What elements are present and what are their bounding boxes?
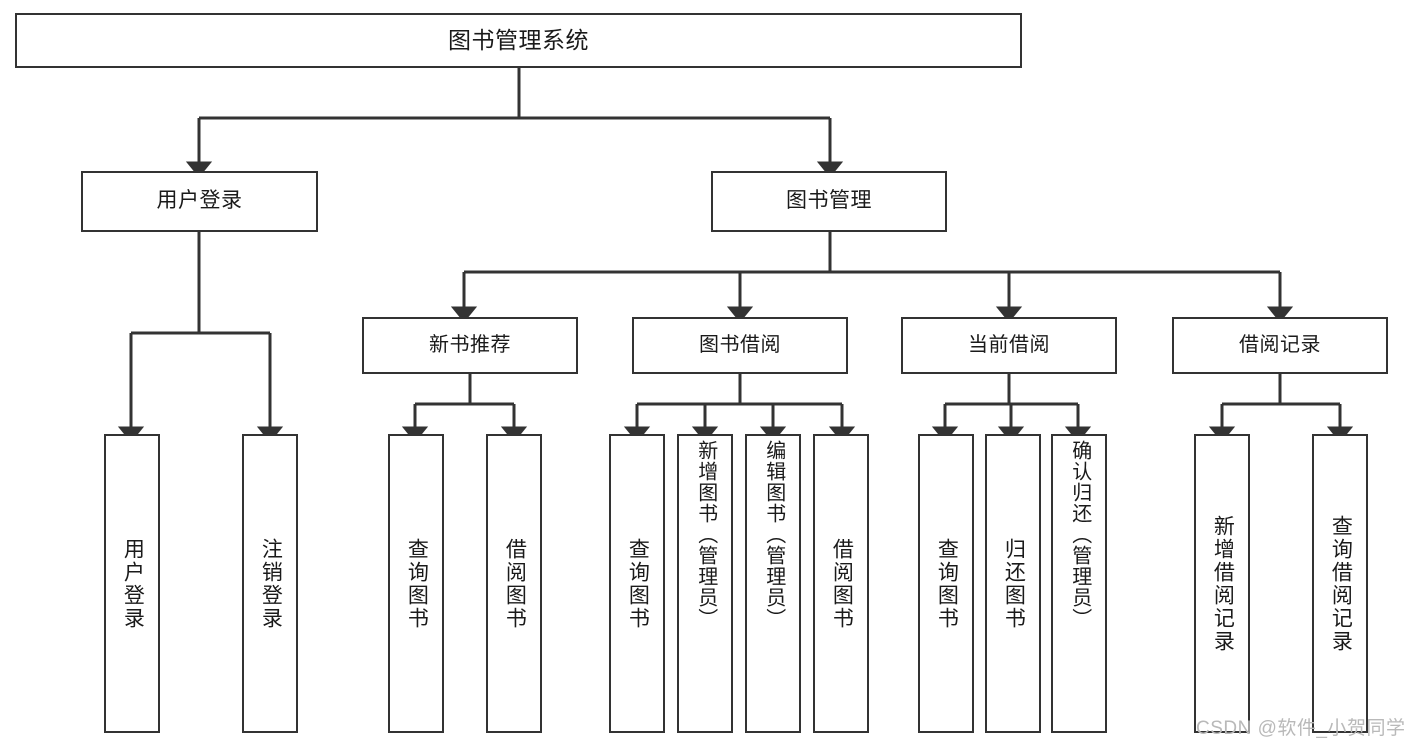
node-label: 图书管理 — [786, 189, 872, 213]
leaf-add-borrow-record[interactable]: 新增借阅记录 — [1194, 434, 1250, 733]
node-label: 归还图书 — [1002, 537, 1026, 630]
leaf-query-book-current[interactable]: 查询图书 — [918, 434, 974, 733]
node-label: 查询借阅记录 — [1329, 514, 1353, 653]
leaf-user-login[interactable]: 用户登录 — [104, 434, 160, 733]
watermark-csdn: CSDN @软件_小贺同学 — [1196, 718, 1405, 739]
node-label: 借阅记录 — [1239, 333, 1321, 356]
node-label: 借阅图书 — [503, 537, 527, 630]
node-label: 借阅图书 — [830, 537, 854, 630]
leaf-query-book-recommend[interactable]: 查询图书 — [388, 434, 444, 733]
node-label: 图书借阅 — [699, 333, 781, 356]
node-borrow-records[interactable]: 借阅记录 — [1172, 317, 1388, 374]
node-label: 查询图书 — [935, 537, 959, 630]
leaf-borrow-book[interactable]: 借阅图书 — [813, 434, 869, 733]
node-label: 用户登录 — [121, 537, 145, 630]
leaf-edit-book-admin[interactable]: 编辑图书（管理员） — [745, 434, 801, 733]
node-root-library-system[interactable]: 图书管理系统 — [15, 13, 1022, 68]
node-current-borrow[interactable]: 当前借阅 — [901, 317, 1117, 374]
node-label: 用户登录 — [156, 189, 243, 213]
leaf-return-book[interactable]: 归还图书 — [985, 434, 1041, 733]
node-label: 查询图书 — [405, 537, 429, 630]
leaf-query-book-borrow[interactable]: 查询图书 — [609, 434, 665, 733]
leaf-add-book-admin[interactable]: 新增图书（管理员） — [677, 434, 733, 733]
node-label: 查询图书 — [626, 537, 650, 630]
node-book-management[interactable]: 图书管理 — [711, 171, 947, 232]
node-book-borrow[interactable]: 图书借阅 — [632, 317, 848, 374]
node-label: 当前借阅 — [968, 333, 1050, 356]
node-label: 编辑图书（管理员） — [762, 440, 785, 629]
leaf-confirm-return-admin[interactable]: 确认归还（管理员） — [1051, 434, 1107, 733]
node-label: 图书管理系统 — [448, 26, 589, 53]
node-new-book-recommend[interactable]: 新书推荐 — [362, 317, 578, 374]
node-label: 新书推荐 — [429, 333, 511, 356]
node-label: 新增借阅记录 — [1211, 514, 1235, 653]
node-user-login[interactable]: 用户登录 — [81, 171, 318, 232]
node-label: 注销登录 — [259, 537, 283, 630]
node-label: 确认归还（管理员） — [1068, 440, 1091, 629]
leaf-logout[interactable]: 注销登录 — [242, 434, 298, 733]
leaf-query-borrow-record[interactable]: 查询借阅记录 — [1312, 434, 1368, 733]
node-label: 新增图书（管理员） — [694, 440, 717, 629]
leaf-borrow-book-recommend[interactable]: 借阅图书 — [486, 434, 542, 733]
